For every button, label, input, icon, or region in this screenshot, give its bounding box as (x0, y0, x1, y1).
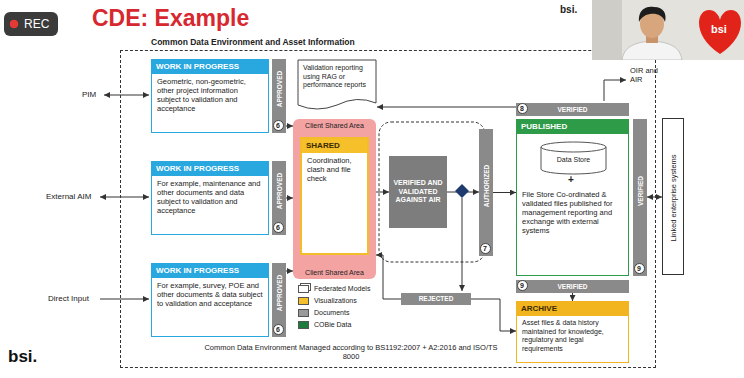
text-label: External AIM (46, 192, 91, 202)
callout-number: 9 (517, 280, 528, 291)
gate-bar: VERIFIED (516, 280, 629, 293)
text-label: OIR and AIR (630, 66, 670, 84)
flow-arrow (647, 197, 662, 198)
process-box: PUBLISHED File Store Co-ordinated & valid… (516, 119, 629, 276)
process-box: WORK IN PROGRESSGeometric, non-geometric… (151, 59, 269, 133)
flow-arrow (471, 299, 516, 331)
legend-swatch (298, 285, 309, 293)
data-store: Data Store (539, 141, 608, 175)
callout-number: 8 (517, 103, 528, 114)
callout-number: 9 (634, 263, 645, 274)
legend-text: Visualizations (314, 296, 357, 306)
flow-arrow (376, 192, 389, 193)
gate-bar: REJECTED (401, 293, 471, 305)
legend-text: COBie Data (314, 320, 351, 330)
input-arrow (100, 299, 149, 300)
brand-logo: bsi. (8, 347, 37, 367)
callout-number: 6 (273, 120, 284, 131)
box-text: Client Shared Area (293, 268, 376, 277)
process-box: WORK IN PROGRESSFor example, maintenance… (151, 161, 269, 235)
box-text: Geometric, non-geometric, other project … (152, 74, 268, 116)
box-heading: Common Data Environment and Asset Inform… (151, 37, 355, 47)
flow-arrow (286, 271, 293, 272)
flow-arrow (286, 198, 293, 199)
box-text: For example, survey, POE and other docum… (152, 278, 268, 311)
process-box: ARCHIVEAsset files & data history mainta… (516, 301, 629, 363)
output-arrow (604, 80, 626, 101)
person-hair (639, 7, 666, 22)
process-box: VERIFIED AND VALIDATED AGAINST AIR (389, 156, 447, 228)
input-arrow (104, 95, 149, 96)
flow-arrow (286, 126, 293, 127)
box-text: VERIFIED AND VALIDATED AGAINST AIR (392, 179, 444, 205)
box-text: REJECTED (401, 293, 471, 305)
system-box: Linked enterprise systems (662, 118, 684, 275)
legend-text: Documents (314, 308, 349, 318)
callout-number: 7 (480, 243, 491, 254)
box-text: APPROVED (276, 275, 283, 311)
callout-number: 6 (273, 324, 284, 335)
box-text: Common Data Environment Managed accordin… (201, 343, 501, 361)
box-text: APPROVED (276, 173, 283, 209)
process-box: SHAREDCoordination, clash and file check (300, 137, 369, 255)
wall-panel (592, 0, 622, 60)
box-text: Asset files & data history maintained fo… (517, 316, 628, 356)
box-text: File Store Co-ordinated & validated file… (517, 190, 628, 235)
person-shirt (622, 41, 682, 60)
gate-bar: VERIFIED (516, 103, 629, 116)
box-heading: SHARED (302, 139, 367, 153)
box-text: VERIFIED (516, 280, 629, 293)
validation-region (379, 122, 485, 262)
box-heading: Client Shared Area (293, 121, 376, 130)
logo-heart (699, 10, 741, 54)
flow-arrow (377, 107, 516, 108)
box-text: Validation reporting using RAG or perfor… (297, 59, 377, 90)
recording-badge: REC (4, 12, 58, 36)
legend-swatch (298, 309, 309, 317)
legend-swatch (298, 321, 309, 329)
box-text: AUTHORIZED (483, 164, 490, 207)
brand-logo: bsi (711, 23, 727, 36)
box-heading: ARCHIVE (517, 302, 628, 316)
shared-area: Client Shared AreaClient Shared AreaSHAR… (293, 119, 376, 279)
box-heading: WORK IN PROGRESS (152, 60, 268, 74)
process-box: WORK IN PROGRESSFor example, survey, POE… (151, 263, 269, 337)
note-shape (298, 60, 376, 109)
text-label: PIM (82, 90, 96, 100)
gate-bar: VERIFIED (633, 119, 647, 276)
box-text: For example, maintenance and other docum… (152, 176, 268, 218)
box-text: Data Store (539, 155, 608, 164)
slide-title: CDE: Example (92, 5, 249, 32)
box-text: VERIFIED (637, 176, 644, 206)
boundary-box: Common Data Environment and Asset Inform… (120, 50, 656, 368)
flow-arrow (493, 192, 516, 193)
webcam-background (592, 0, 744, 60)
note-document: Validation reporting using RAG or perfor… (297, 59, 377, 111)
box-text: VERIFIED (516, 103, 629, 116)
flow-arrow (572, 293, 573, 301)
box-text: APPROVED (276, 71, 283, 107)
callout-number: 6 (273, 222, 284, 233)
cylinder-rim (541, 147, 606, 152)
brand-logo: bsi. (560, 4, 577, 16)
input-arrow (100, 197, 149, 198)
box-heading: WORK IN PROGRESS (152, 264, 268, 278)
legend-text: Federated Models (314, 284, 370, 294)
text-label: Direct Input (48, 294, 89, 304)
box-heading: PUBLISHED (517, 120, 628, 134)
text-label: + (568, 175, 574, 185)
box-heading: WORK IN PROGRESS (152, 162, 268, 176)
box-text: Linked enterprise systems (669, 154, 678, 241)
gate-bar: AUTHORIZED (479, 129, 493, 256)
reject-line (462, 198, 463, 291)
decision-diamond (455, 184, 469, 198)
legend-swatch (298, 297, 309, 305)
box-text: Coordination, clash and file check (302, 153, 367, 186)
